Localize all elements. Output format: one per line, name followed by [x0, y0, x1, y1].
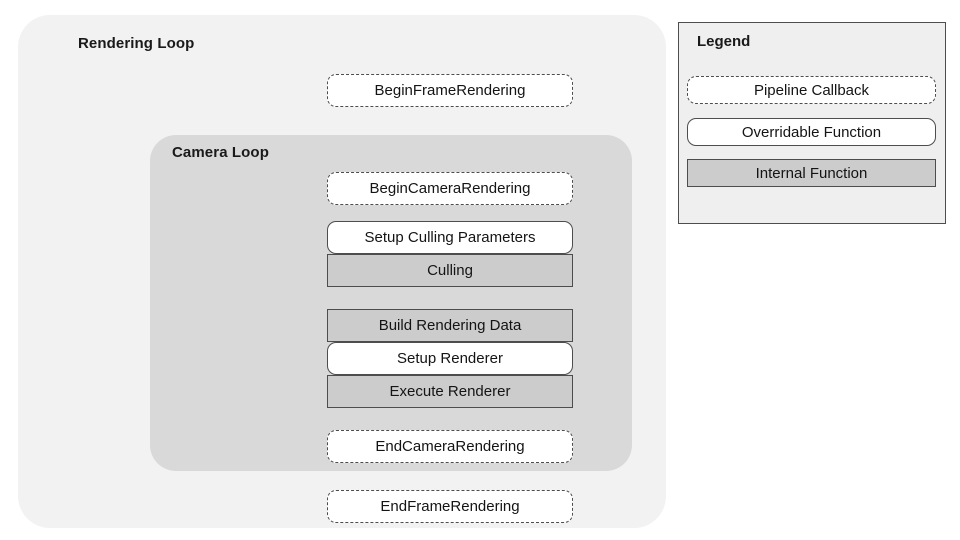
legend-item-pipeline-callback: Pipeline Callback [687, 76, 936, 104]
node-end-frame-rendering[interactable]: EndFrameRendering [327, 490, 573, 523]
legend-item-overridable-function: Overridable Function [687, 118, 936, 146]
rendering-loop-label: Rendering Loop [78, 35, 195, 52]
legend-item-internal-function: Internal Function [687, 159, 936, 187]
node-execute-renderer[interactable]: Execute Renderer [327, 375, 573, 408]
node-setup-renderer[interactable]: Setup Renderer [327, 342, 573, 375]
node-end-camera-rendering[interactable]: EndCameraRendering [327, 430, 573, 463]
node-build-rendering-data[interactable]: Build Rendering Data [327, 309, 573, 342]
node-setup-culling-parameters[interactable]: Setup Culling Parameters [327, 221, 573, 254]
node-culling[interactable]: Culling [327, 254, 573, 287]
legend-title: Legend [697, 33, 751, 50]
node-begin-camera-rendering[interactable]: BeginCameraRendering [327, 172, 573, 205]
node-begin-frame-rendering[interactable]: BeginFrameRendering [327, 74, 573, 107]
camera-loop-label: Camera Loop [172, 144, 269, 161]
